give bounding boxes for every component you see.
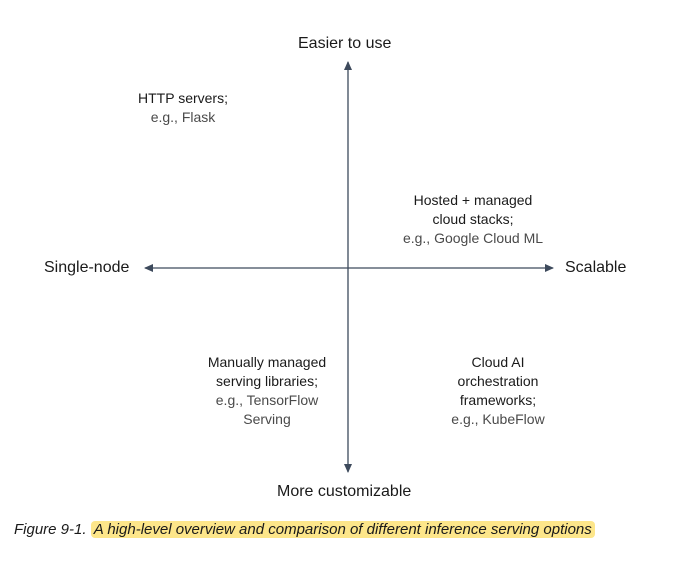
quadrant-bottom-left-line-1: Manually managed xyxy=(207,354,327,370)
axis-label-right: Scalable xyxy=(565,259,627,276)
quadrant-bottom-left-example-2: Serving xyxy=(243,411,291,427)
quadrant-top-left-example: e.g., Flask xyxy=(150,109,216,125)
quadrant-bottom-left-example-1: e.g., TensorFlow xyxy=(215,392,319,408)
quadrant-top-right-line-1: Hosted + managed xyxy=(413,192,533,208)
quadrant-bottom-right-line-3: frameworks; xyxy=(459,392,537,408)
figure-caption-text: A high-level overview and comparison of … xyxy=(90,521,595,538)
quadrant-bottom-right-line-1: Cloud AI xyxy=(471,354,525,370)
axis-label-left: Single-node xyxy=(44,259,130,276)
quadrant-top-right-example: e.g., Google Cloud ML xyxy=(402,230,544,246)
quadrant-top-right: Hosted + managed cloud stacks; e.g., Goo… xyxy=(373,191,573,248)
axis-label-bottom: More customizable xyxy=(277,483,412,500)
quadrant-top-right-line-2: cloud stacks; xyxy=(432,211,514,227)
quadrant-bottom-right-example: e.g., KubeFlow xyxy=(451,411,545,427)
quadrant-bottom-right-line-2: orchestration xyxy=(457,373,539,389)
quadrant-top-left-line-1: HTTP servers; xyxy=(138,90,228,106)
figure-caption-prefix: Figure 9-1. xyxy=(14,521,87,538)
axis-label-top: Easier to use xyxy=(298,35,392,52)
quadrant-top-left: HTTP servers; e.g., Flask xyxy=(118,89,248,127)
quadrant-bottom-left-line-2: serving libraries; xyxy=(216,373,318,389)
quadrant-bottom-left: Manually managed serving libraries; e.g.… xyxy=(192,353,342,429)
figure-caption: Figure 9-1. A high-level overview and co… xyxy=(14,520,595,540)
quadrant-bottom-right: Cloud AI orchestration frameworks; e.g.,… xyxy=(433,353,563,429)
